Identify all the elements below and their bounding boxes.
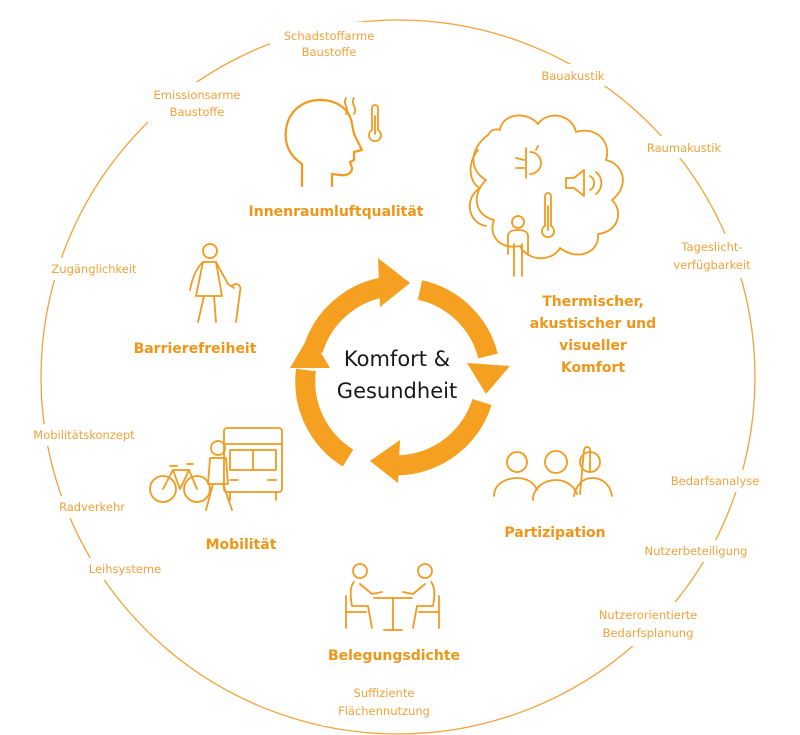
theme-mobilitaet: Mobilität (206, 537, 277, 553)
label-bauakustik: Bauakustik (541, 69, 605, 83)
cycle-arrow-bottom (387, 398, 492, 476)
label-nutzerorientierte-1: Nutzerorientierte (599, 608, 697, 622)
theme-belegungsdichte: Belegungsdichte (328, 648, 460, 664)
center-title-line-1: Komfort & (344, 347, 450, 371)
standing-person-icon (507, 215, 529, 277)
ring-label-masks (14, 22, 770, 726)
walking-person-icon (205, 440, 233, 511)
people-at-table-icon (345, 563, 440, 631)
label-tageslicht-1: Tageslicht- (680, 240, 742, 254)
label-mobilitaetskonzept: Mobilitätskonzept (33, 428, 135, 442)
center-title-line-2: Gesundheit (337, 379, 457, 403)
cycle-arrowheads (290, 258, 510, 483)
arrowhead-top (378, 258, 410, 307)
label-nutzerorientierte-2: Bedarfsplanung (603, 626, 694, 640)
cycle-arrow-left (295, 368, 354, 467)
outer-labels: Schadstoffarme Baustoffe Emissionsarme B… (33, 29, 759, 718)
label-raumakustik: Raumakustik (647, 141, 722, 155)
label-schadstoffarme-1: Schadstoffarme (284, 29, 375, 43)
person-sound-light-thermometer-icon (468, 114, 624, 277)
theme-thermisch-4: Komfort (561, 360, 625, 376)
theme-thermisch-3: visueller (559, 338, 627, 354)
theme-thermisch-1: Thermischer, (542, 294, 644, 310)
theme-partizipation: Partizipation (504, 525, 605, 541)
arrowhead-bottom (370, 440, 400, 483)
bicycle-icon (149, 463, 211, 503)
label-bedarfsanalyse: Bedarfsanalyse (671, 474, 760, 488)
arrowhead-right (467, 363, 510, 394)
label-leihsysteme: Leihsysteme (89, 562, 161, 576)
label-suffiziente-2: Flächennutzung (338, 704, 430, 718)
light-icon (515, 145, 542, 179)
cycle-arrow-right (417, 280, 498, 359)
thermometer-icon (541, 192, 555, 239)
label-schadstoffarme-2: Baustoffe (302, 45, 357, 59)
label-suffiziente-1: Suffiziente (354, 686, 415, 700)
theme-thermisch-2: akustischer und (530, 316, 656, 332)
label-zugaenglichkeit: Zugänglichkeit (51, 262, 137, 276)
cycle-arrow-top-left (303, 277, 387, 354)
head-thermometer-icon (284, 97, 382, 188)
label-emissionsarme-1: Emissionsarme (153, 88, 240, 102)
elderly-person-cane-icon (189, 243, 242, 323)
outer-ring (40, 19, 756, 735)
theme-labels: Innenraumluftqualität Thermischer, akust… (134, 204, 657, 664)
people-group-raised-hand-icon (493, 446, 613, 501)
bus-icon (223, 427, 283, 501)
label-emissionsarme-2: Baustoffe (170, 105, 225, 119)
label-radverkehr: Radverkehr (59, 500, 125, 514)
label-nutzerbeteiligung: Nutzerbeteiligung (645, 544, 748, 558)
arrowhead-left (290, 334, 330, 368)
theme-innenraumluftqualitaet: Innenraumluftqualität (249, 204, 424, 220)
cycle-arrows (295, 277, 498, 476)
theme-barrierefreiheit: Barrierefreiheit (134, 341, 257, 357)
center-label: Komfort & Gesundheit (337, 347, 457, 403)
bicycle-person-bus-icon (149, 427, 283, 511)
label-tageslicht-2: verfügbarkeit (673, 258, 751, 272)
speaker-icon (565, 169, 603, 197)
